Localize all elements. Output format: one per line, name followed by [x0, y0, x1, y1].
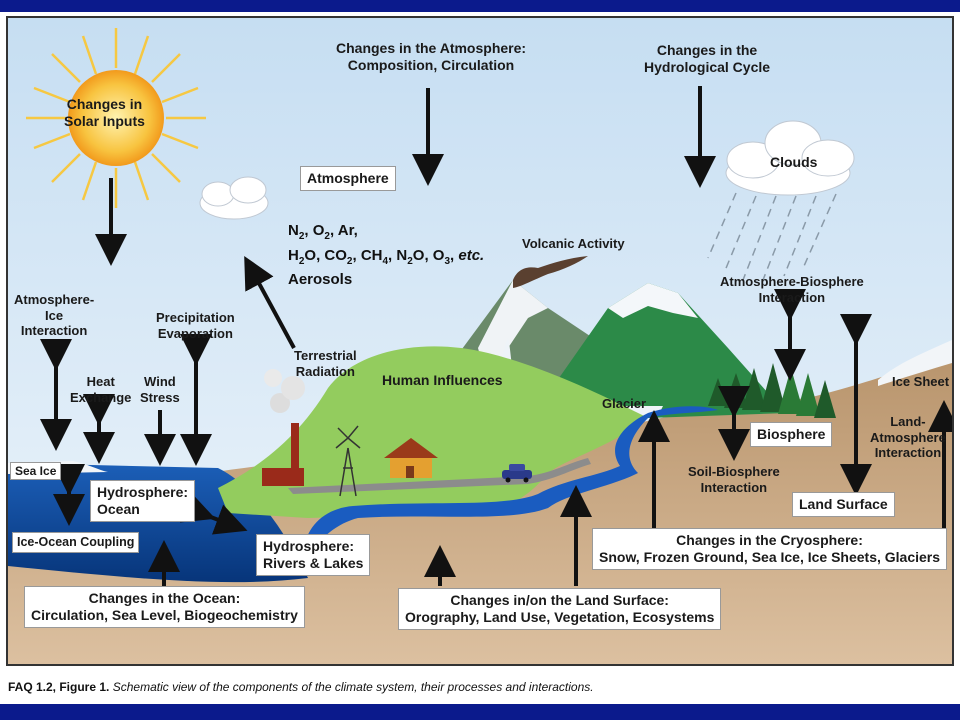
ice-sheet-label: Ice Sheet: [892, 374, 950, 389]
rain-cloud: [725, 120, 855, 196]
gases-line-1: N2, O2, Ar,: [288, 222, 358, 242]
land-surface-box: Land Surface: [792, 492, 895, 517]
caption-ref: FAQ 1.2, Figure 1.: [8, 680, 110, 694]
caption-text: Schematic view of the components of the …: [112, 680, 594, 694]
atmospheric-gases: N2, O2, Ar, H2O, CO2, CH4, N2O, O3, etc.…: [288, 220, 484, 291]
figure-caption: FAQ 1.2, Figure 1. Schematic view of the…: [8, 680, 594, 694]
hydrosphere-ocean-box: Hydrosphere:Ocean: [90, 480, 196, 522]
snow-cap-right: [608, 283, 698, 318]
rain: [707, 192, 837, 281]
atmosphere-box: Atmosphere: [300, 166, 396, 191]
windmill: [335, 425, 361, 497]
human-influences-label: Human Influences: [382, 372, 503, 388]
ice-ocean-box: Ice-Ocean Coupling: [12, 532, 140, 553]
climate-scene: [8, 18, 952, 664]
hydrosphere-rivers-box: Hydrosphere:Rivers & Lakes: [256, 534, 371, 576]
volcanic-label: Volcanic Activity: [522, 236, 625, 251]
road: [288, 458, 591, 494]
green-mountain: [538, 283, 788, 418]
top-banner: [0, 0, 960, 12]
gases-line-3: Aerosols: [288, 271, 353, 288]
ice-sheet: [878, 340, 952, 386]
glacier-label: Glacier: [602, 396, 647, 411]
sea-ice-label: Sea Ice: [10, 462, 62, 481]
clouds-label: Clouds: [770, 154, 818, 170]
cryosphere-changes-box: Changes in the Cryosphere:Snow, Frozen G…: [592, 528, 948, 570]
factory: [262, 369, 305, 486]
arrow-terrestrial-up: [244, 255, 296, 349]
car: [502, 464, 532, 483]
small-cloud: [199, 176, 269, 220]
gases-line-2: H2O, CO2, CH4, N2O, O3, etc.: [288, 246, 485, 267]
atmosphere-changes-label: Changes in the Atmosphere:Composition, C…: [336, 40, 527, 73]
arrows: [40, 86, 952, 586]
bottom-banner: [0, 704, 960, 720]
sun: [26, 28, 206, 208]
land-changes-box: Changes in/on the Land Surface:Orography…: [398, 588, 722, 630]
house: [384, 438, 438, 478]
ocean-changes-box: Changes in the Ocean:Circulation, Sea Le…: [24, 586, 305, 628]
volcanic-smoke: [513, 256, 588, 288]
biosphere-box: Biosphere: [750, 422, 833, 447]
arrow-ocean-rivers: [179, 492, 248, 535]
